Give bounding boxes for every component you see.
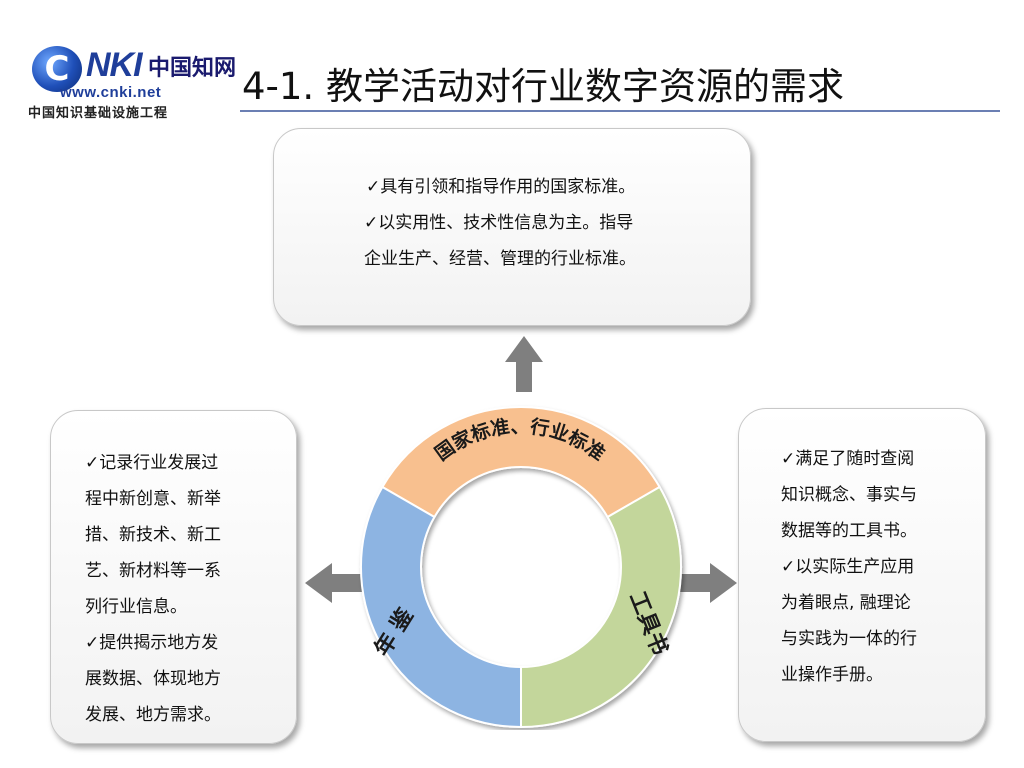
- title-rule: [240, 110, 1000, 112]
- box-left-line: 措、新技术、新工: [85, 525, 221, 545]
- logo-subtitle: 中国知识基础设施工程: [28, 106, 169, 121]
- box-reference-books: ✓满足了随时查阅 知识概念、事实与 数据等的工具书。 ✓以实际生产应用 为着眼点…: [738, 408, 986, 742]
- box-right-line: 数据等的工具书。: [781, 521, 917, 541]
- box-right-line: ✓以实际生产应用: [781, 557, 915, 577]
- resource-ring-diagram: 国家标准、行业标准 工具书 年 鉴: [359, 405, 683, 729]
- box-left-line: 展数据、体现地方: [85, 669, 221, 689]
- box-national-standards: ✓具有引领和指导作用的国家标准。 ✓以实用性、技术性信息为主。指导 企业生产、经…: [273, 128, 751, 326]
- box-left-line: ✓记录行业发展过: [85, 453, 219, 473]
- box-top-line: ✓具有引领和指导作用的国家标准。: [366, 177, 636, 197]
- box-left-line: 艺、新材料等一系: [85, 561, 221, 581]
- box-top-line: ✓以实用性、技术性信息为主。指导: [364, 213, 634, 233]
- box-left-line: 列行业信息。: [85, 597, 187, 617]
- box-right-line: ✓满足了随时查阅: [781, 449, 915, 469]
- cnki-logo: C NKI 中国知网 www.cnki.net 中国知识基础设施工程: [28, 44, 238, 122]
- box-right-line: 为着眼点, 融理论: [781, 593, 911, 613]
- box-left-line: 发展、地方需求。: [85, 705, 221, 725]
- arrow-up-icon: [505, 336, 543, 392]
- box-left-line: ✓提供揭示地方发: [85, 633, 219, 653]
- box-top-line: 企业生产、经营、管理的行业标准。: [364, 249, 636, 269]
- ring-segment-national-standards: [381, 405, 661, 519]
- ring-segment-yearbook: [359, 485, 522, 729]
- box-left-line: 程中新创意、新举: [85, 489, 221, 509]
- logo-url: www.cnki.net: [60, 84, 162, 101]
- box-right-line: 知识概念、事实与: [781, 485, 917, 505]
- box-yearbook: ✓记录行业发展过 程中新创意、新举 措、新技术、新工 艺、新材料等一系 列行业信…: [50, 410, 297, 744]
- logo-brand-cn: 中国知网: [148, 55, 237, 81]
- logo-brand: NKI: [86, 46, 143, 84]
- box-right-line: 业操作手册。: [781, 665, 883, 685]
- ring-segment-reference-books: [520, 485, 683, 729]
- page-title: 4-1. 教学活动对行业数字资源的需求: [242, 65, 844, 108]
- logo-globe-icon: C: [32, 46, 82, 92]
- box-right-line: 与实践为一体的行: [781, 629, 917, 649]
